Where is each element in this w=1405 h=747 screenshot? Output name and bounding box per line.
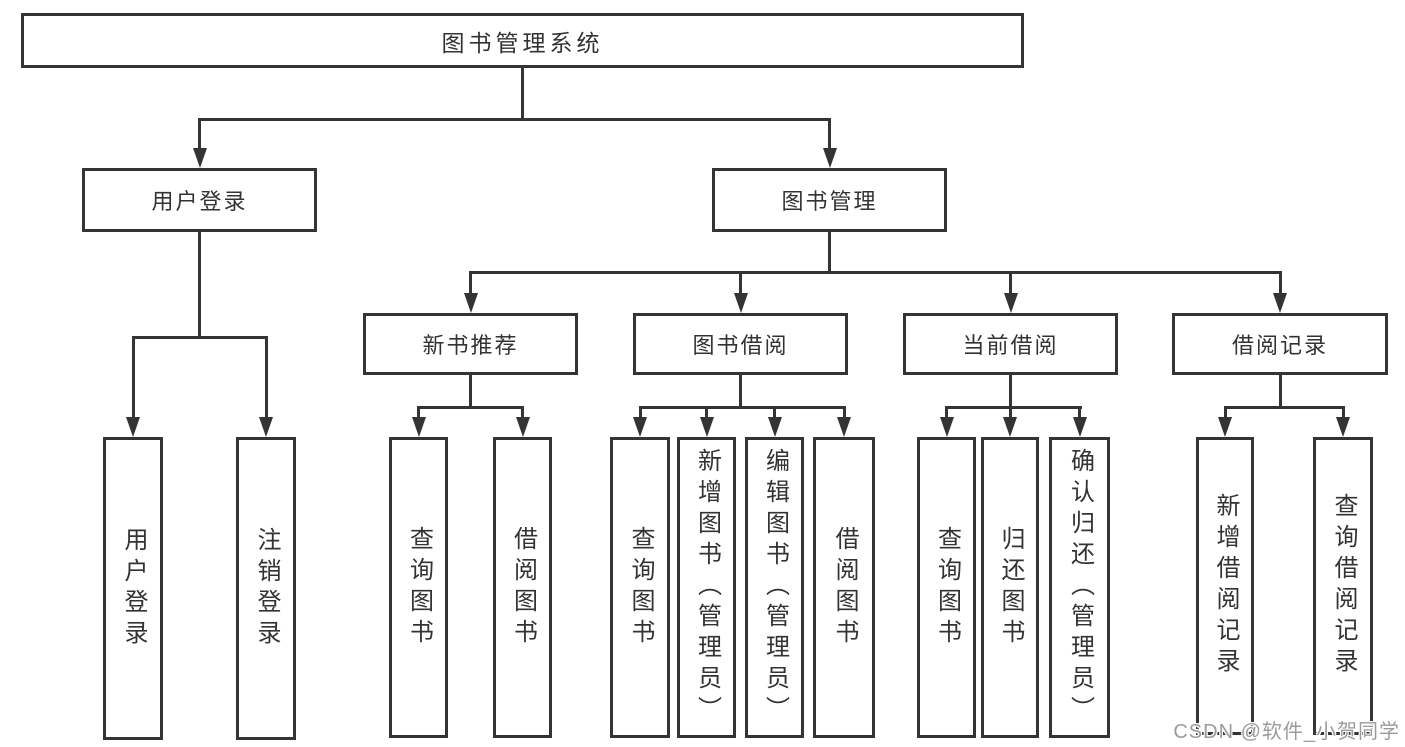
arrowhead-rec-add: [1218, 417, 1232, 437]
connector-root-split: [198, 118, 831, 121]
connector-drop-current-borrow: [1009, 273, 1012, 295]
connector-drop-book-borrow: [739, 273, 742, 295]
leaf-rec-query-record: 查询借阅记录: [1313, 437, 1373, 735]
connector-drop-bb-borrow: [842, 408, 846, 419]
leaf-cb-confirm-return-admin: 确认归还（管理员）: [1049, 437, 1110, 738]
node-new-book-recommend: 新书推荐: [363, 313, 578, 375]
connector-drop-new-book: [469, 273, 472, 295]
connector-drop-bb-query: [638, 408, 642, 419]
connector-user-login-stem: [198, 232, 201, 338]
connector-drop-book-mgmt: [828, 120, 831, 150]
leaf-bb-borrow-books: 借阅图书: [813, 437, 875, 738]
connector-user-login-split: [131, 336, 268, 339]
connector-borrow-records-stem: [1278, 375, 1282, 408]
csdn-watermark: CSDN @软件_小贺同学: [1173, 721, 1400, 743]
node-borrowing-records: 借阅记录: [1172, 313, 1388, 375]
leaf-bb-query-books: 查询图书: [610, 437, 670, 738]
arrowhead-current-borrow: [1003, 293, 1018, 313]
connector-drop-cb-query: [945, 408, 948, 419]
connector-drop-nb-query: [417, 408, 420, 419]
arrowhead-bb-query: [633, 417, 647, 437]
arrowhead-new-book: [463, 293, 478, 313]
leaf-rec-add-record: 新增借阅记录: [1196, 437, 1254, 735]
leaf-nb-query-books: 查询图书: [389, 437, 448, 738]
node-user-login: 用户登录: [82, 168, 317, 232]
arrowhead-book-borrow: [733, 293, 748, 313]
leaf-bb-edit-books-admin: 编辑图书（管理员）: [745, 437, 804, 738]
arrowhead-bb-add: [699, 417, 714, 437]
node-current-borrowing: 当前借阅: [903, 313, 1118, 375]
node-book-management: 图书管理: [712, 168, 947, 232]
node-book-borrowing: 图书借阅: [633, 313, 848, 375]
arrowhead-nb-query: [411, 417, 426, 437]
connector-borrow-records-split: [1223, 406, 1345, 409]
connector-book-mgmt-stem: [828, 232, 831, 273]
connector-new-book-split: [417, 406, 524, 409]
arrowhead-rec-query: [1336, 417, 1350, 437]
leaf-logout: 注销登录: [236, 437, 296, 740]
arrowhead-cb-return: [1003, 417, 1017, 437]
connector-book-mgmt-split: [469, 271, 1282, 274]
connector-drop-rec-add: [1223, 408, 1227, 419]
arrowhead-cb-query: [939, 417, 954, 437]
connector-root-stem: [521, 68, 524, 120]
connector-book-borrow-split: [638, 406, 846, 409]
connector-current-borrow-stem: [1009, 375, 1012, 408]
arrowhead-cb-confirm: [1072, 417, 1087, 437]
connector-drop-user-login: [198, 120, 201, 150]
arrowhead-login-leaf: [126, 417, 140, 437]
arrowhead-borrow-records: [1273, 293, 1287, 313]
connector-current-borrow-split: [945, 406, 1082, 409]
connector-drop-login-leaf: [131, 338, 135, 417]
arrowhead-book-mgmt: [822, 148, 837, 168]
connector-drop-bb-add: [705, 408, 708, 419]
arrowhead-nb-borrow: [515, 417, 530, 437]
connector-drop-bb-edit: [773, 408, 776, 419]
leaf-cb-return-books: 归还图书: [981, 437, 1039, 738]
leaf-bb-add-books-admin: 新增图书（管理员）: [677, 437, 736, 738]
connector-drop-cb-return: [1008, 408, 1012, 419]
arrowhead-user-login: [192, 148, 207, 168]
leaf-user-login: 用户登录: [103, 437, 163, 740]
connector-drop-borrow-records: [1278, 273, 1282, 295]
arrowhead-bb-borrow: [837, 417, 851, 437]
connector-drop-nb-borrow: [521, 408, 524, 419]
leaf-nb-borrow-books: 借阅图书: [493, 437, 552, 738]
connector-book-borrow-stem: [739, 375, 742, 408]
node-root: 图书管理系统: [21, 13, 1024, 68]
connector-drop-rec-query: [1341, 408, 1345, 419]
connector-new-book-stem: [469, 375, 472, 408]
leaf-cb-query-books: 查询图书: [917, 437, 976, 738]
connector-drop-cb-confirm: [1078, 408, 1081, 419]
arrowhead-bb-edit: [767, 417, 782, 437]
arrowhead-logout-leaf: [259, 417, 273, 437]
connector-drop-logout-leaf: [264, 338, 268, 417]
